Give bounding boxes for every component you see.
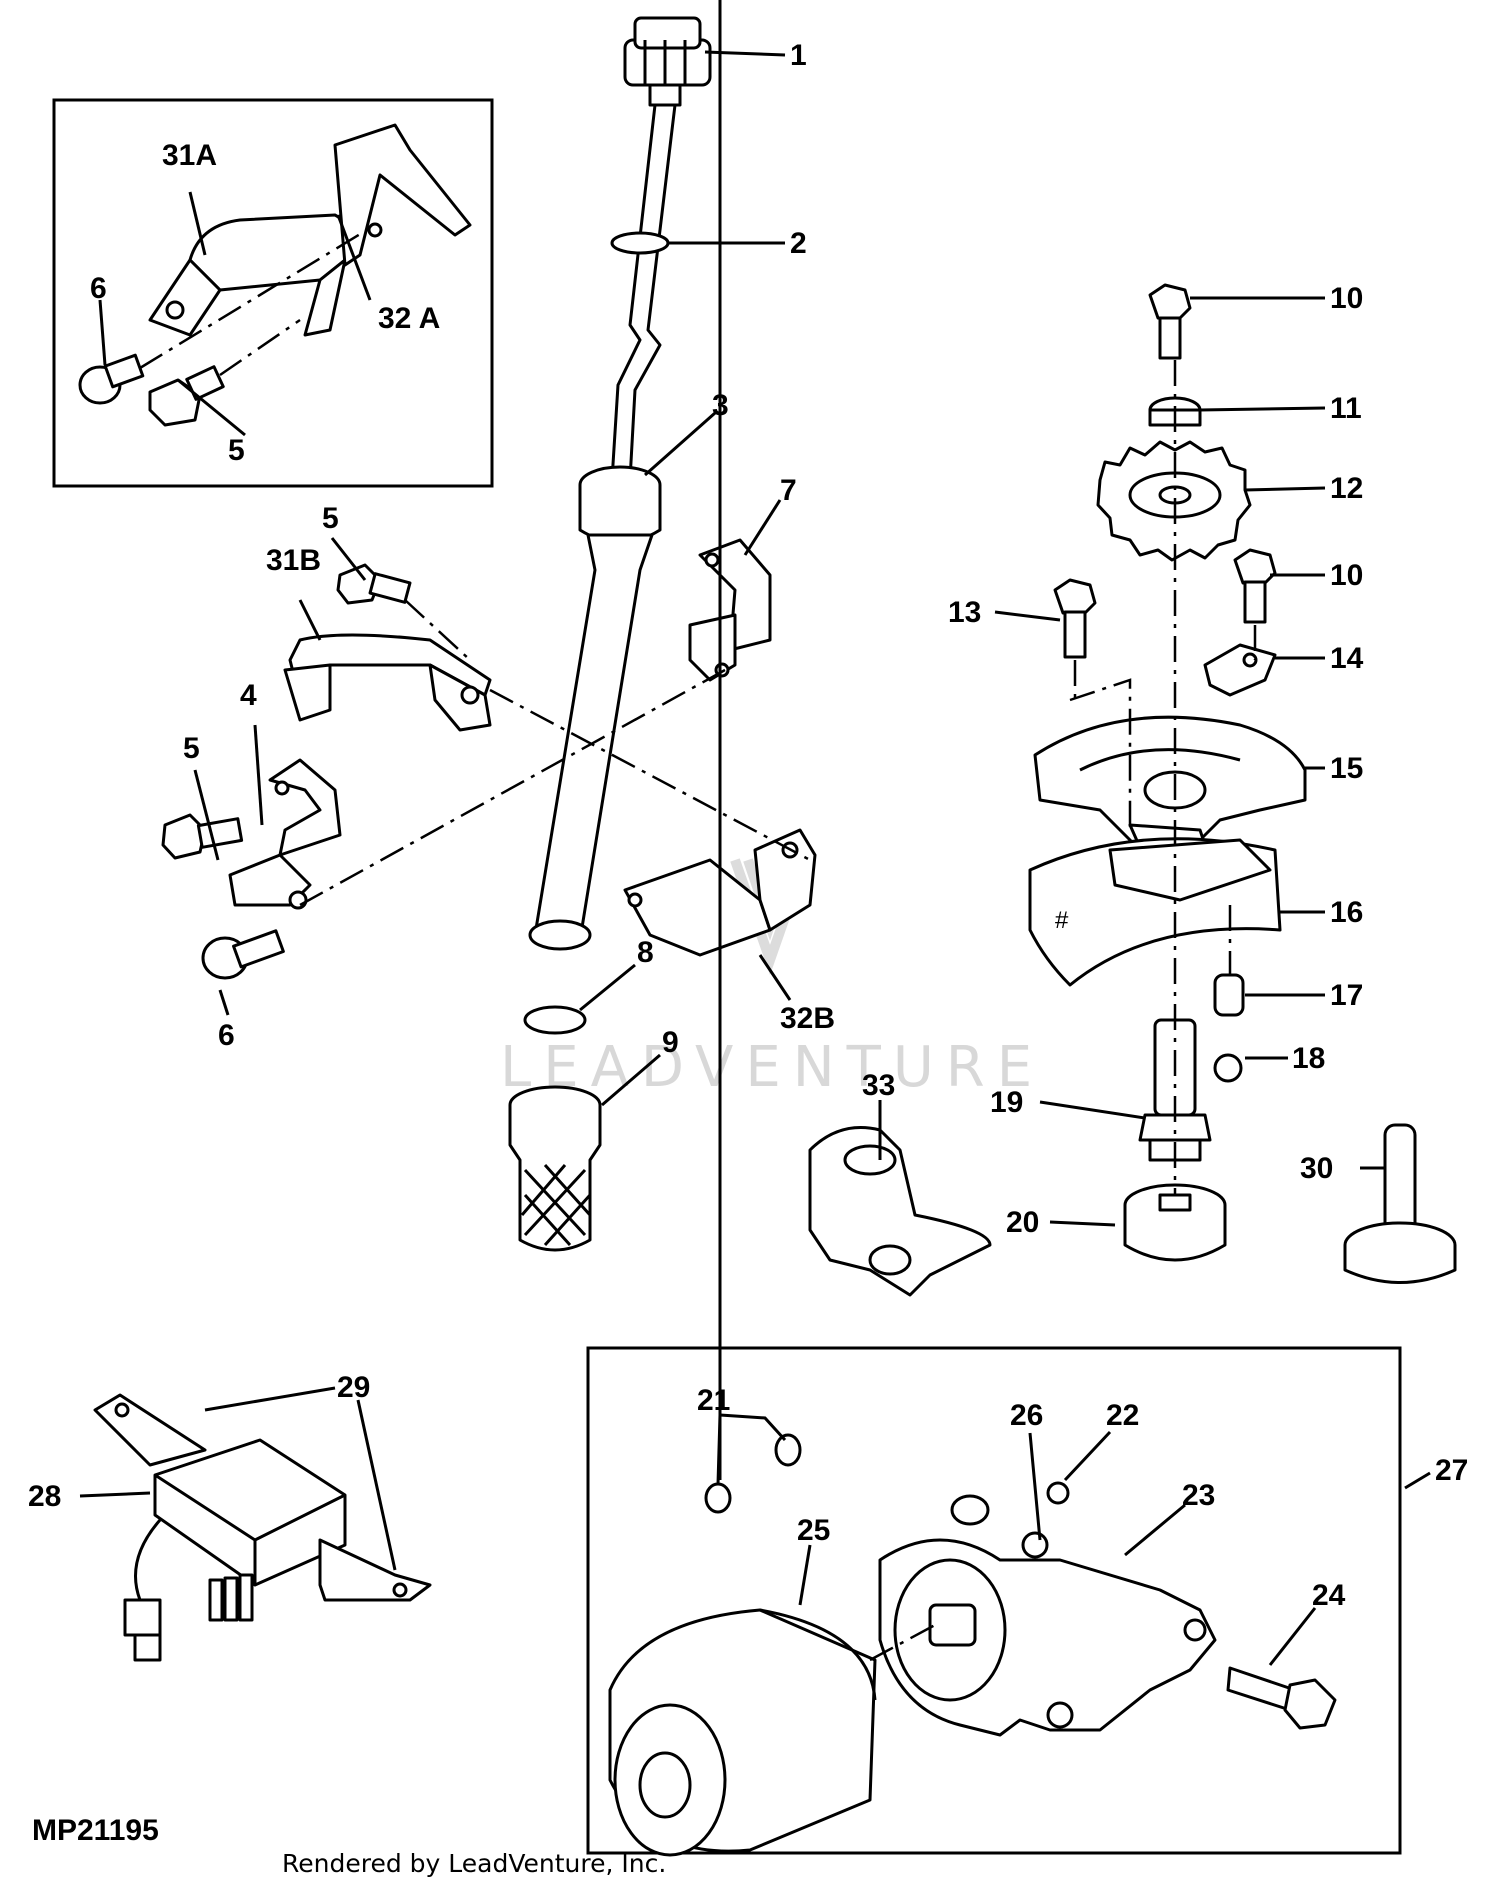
label-5-inset: 5 <box>228 434 245 467</box>
dipstick-tube <box>528 465 662 951</box>
credit-text: Rendered by LeadVenture, Inc. <box>282 1849 666 1878</box>
svg-text:#: # <box>1055 907 1069 934</box>
bracket-7 <box>688 538 772 682</box>
label-30: 30 <box>1300 1152 1333 1185</box>
bracket-4 <box>228 758 342 910</box>
label-19: 19 <box>990 1086 1023 1119</box>
leader-lines <box>79 0 1431 1666</box>
label-13: 13 <box>948 596 981 629</box>
label-31a: 31A <box>162 139 217 172</box>
label-29: 29 <box>337 1371 370 1404</box>
label-6-lower: 6 <box>218 1019 235 1052</box>
label-4: 4 <box>240 679 257 712</box>
label-9: 9 <box>662 1026 679 1059</box>
bolt-10-right <box>1233 548 1277 624</box>
bracket-29-left <box>93 1393 207 1467</box>
label-8: 8 <box>637 936 654 969</box>
label-27: 27 <box>1435 1454 1468 1487</box>
label-5-lower: 5 <box>183 732 200 765</box>
relay-28 <box>123 1438 347 1662</box>
label-26: 26 <box>1010 1399 1043 1432</box>
label-1: 1 <box>790 39 807 72</box>
label-16: 16 <box>1330 896 1363 929</box>
inset-box-oil-filter <box>586 1346 1402 1855</box>
assembly-lines <box>139 226 1257 1662</box>
svg-text:LEADVENTURE: LEADVENTURE <box>500 1035 1044 1100</box>
clip-14 <box>1203 643 1277 697</box>
label-5-upper: 5 <box>322 502 339 535</box>
bolt-6-inset <box>78 353 145 405</box>
oil-filter-25 <box>608 1608 877 1857</box>
label-12: 12 <box>1330 472 1363 505</box>
label-25: 25 <box>797 1514 830 1547</box>
label-33: 33 <box>862 1069 895 1102</box>
diagram-id: MP21195 <box>32 1814 159 1847</box>
cup-20 <box>1123 1183 1227 1262</box>
bracket-32a <box>333 123 472 267</box>
filter-mount-23 <box>878 1494 1217 1737</box>
o-ring-2 <box>610 231 670 255</box>
label-23: 23 <box>1182 1479 1215 1512</box>
label-24: 24 <box>1312 1579 1346 1612</box>
label-32a: 32 A <box>378 302 440 335</box>
block-33 <box>808 1126 992 1297</box>
o-ring-8 <box>523 1005 587 1035</box>
bolt-5-inset <box>148 365 225 427</box>
label-22: 22 <box>1106 1399 1139 1432</box>
dipstick-rod <box>610 103 677 482</box>
strainer-9 <box>508 1085 602 1252</box>
ball-18 <box>1213 1053 1243 1083</box>
label-28: 28 <box>28 1480 61 1513</box>
bolt-5-lower <box>161 813 244 860</box>
label-11: 11 <box>1330 392 1362 425</box>
bracket-32b <box>623 828 817 957</box>
label-10-right: 10 <box>1330 559 1363 592</box>
label-17: 17 <box>1330 979 1363 1012</box>
fitting-22 <box>1046 1481 1070 1505</box>
label-15: 15 <box>1330 752 1363 785</box>
label-10-top: 10 <box>1330 282 1363 315</box>
inset-box-bracket-31a <box>52 98 494 488</box>
bolt-6-lower <box>201 929 285 980</box>
dipstick-cap <box>623 16 712 107</box>
label-18: 18 <box>1292 1042 1325 1075</box>
label-6-inset: 6 <box>90 272 107 305</box>
label-21: 21 <box>697 1384 730 1417</box>
pump-cover-16: # <box>1028 837 1282 987</box>
bracket-29-right <box>318 1538 432 1602</box>
bolt-13 <box>1053 578 1097 659</box>
o-ring-21 <box>704 1433 802 1514</box>
label-14: 14 <box>1330 642 1364 675</box>
bolt-10-top <box>1148 283 1192 360</box>
label-32b: 32B <box>780 1002 835 1035</box>
bolt-24 <box>1226 1666 1337 1730</box>
label-2: 2 <box>790 227 807 260</box>
pin-30 <box>1343 1123 1457 1284</box>
label-3: 3 <box>712 389 729 422</box>
plug-26 <box>1021 1531 1049 1559</box>
bolt-5-upper <box>336 563 412 605</box>
label-31b: 31B <box>266 544 321 577</box>
label-20: 20 <box>1006 1206 1039 1239</box>
callout-labels: 1 2 3 4 5 5 5 6 6 7 8 9 10 10 11 12 13 1… <box>28 39 1468 1612</box>
watermark: LEADVENTURE <box>500 858 1044 1100</box>
bracket-31a <box>148 213 350 337</box>
bracket-31b <box>283 633 492 732</box>
spring-17 <box>1213 973 1245 1017</box>
label-7: 7 <box>780 474 797 507</box>
